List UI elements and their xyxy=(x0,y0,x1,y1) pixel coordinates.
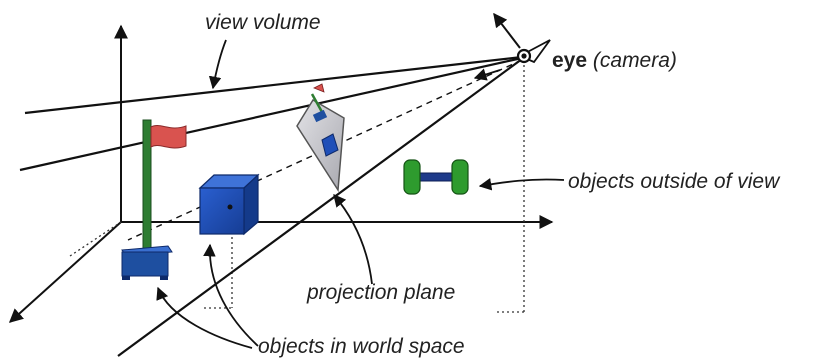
frustum-edge-top xyxy=(24,55,523,115)
dumbbell-right-weight xyxy=(451,159,469,195)
world-pointer-flag xyxy=(156,286,253,349)
flag-object xyxy=(121,119,187,280)
label-eye: eye xyxy=(552,49,588,72)
frustum-edge-mid xyxy=(19,56,523,172)
label-projection-plane: projection plane xyxy=(307,281,456,304)
plane-projected-pole xyxy=(310,93,324,113)
flag-base-front xyxy=(121,251,169,277)
flag-base-foot-left xyxy=(122,276,130,280)
eye-pupil xyxy=(521,53,527,59)
plane-shape xyxy=(296,98,345,193)
label-camera: (camera) xyxy=(592,49,677,72)
projection-plane xyxy=(296,83,345,193)
flag-banner xyxy=(150,125,187,149)
view-volume-edges xyxy=(19,55,523,357)
plane-projected-base xyxy=(312,109,328,123)
plane-projected-cube xyxy=(321,133,339,157)
view-volume-pointer xyxy=(208,39,227,90)
dumbbell-bar xyxy=(415,172,457,182)
plane-projected-flag xyxy=(313,83,325,93)
eye-arrow-pointer xyxy=(473,68,501,81)
camera-up-arrow xyxy=(493,12,521,49)
guide-lines xyxy=(69,60,525,313)
camera-eye xyxy=(493,12,551,64)
label-eye-camera: eye (camera) xyxy=(552,50,677,71)
dumbbell-left-weight xyxy=(403,159,421,195)
z-floor-dash xyxy=(69,221,122,257)
label-view-volume: view volume xyxy=(205,11,321,34)
dumbbell-object xyxy=(403,159,469,195)
label-objects-outside: objects outside of view xyxy=(568,170,780,193)
label-pointers xyxy=(156,39,565,349)
cube-dot xyxy=(227,204,233,210)
label-objects-world: objects in world space xyxy=(258,335,465,358)
world-pointer-cube xyxy=(203,243,259,347)
cube-object xyxy=(198,173,260,236)
frustum-edge-bottom xyxy=(117,58,523,357)
flag-base-foot-right xyxy=(160,276,168,280)
cube-front xyxy=(199,187,245,235)
world-axes xyxy=(8,24,554,323)
outside-pointer xyxy=(478,177,565,191)
flag-pole xyxy=(142,119,152,251)
projection-plane-pointer xyxy=(333,194,373,285)
z-axis xyxy=(8,221,122,323)
